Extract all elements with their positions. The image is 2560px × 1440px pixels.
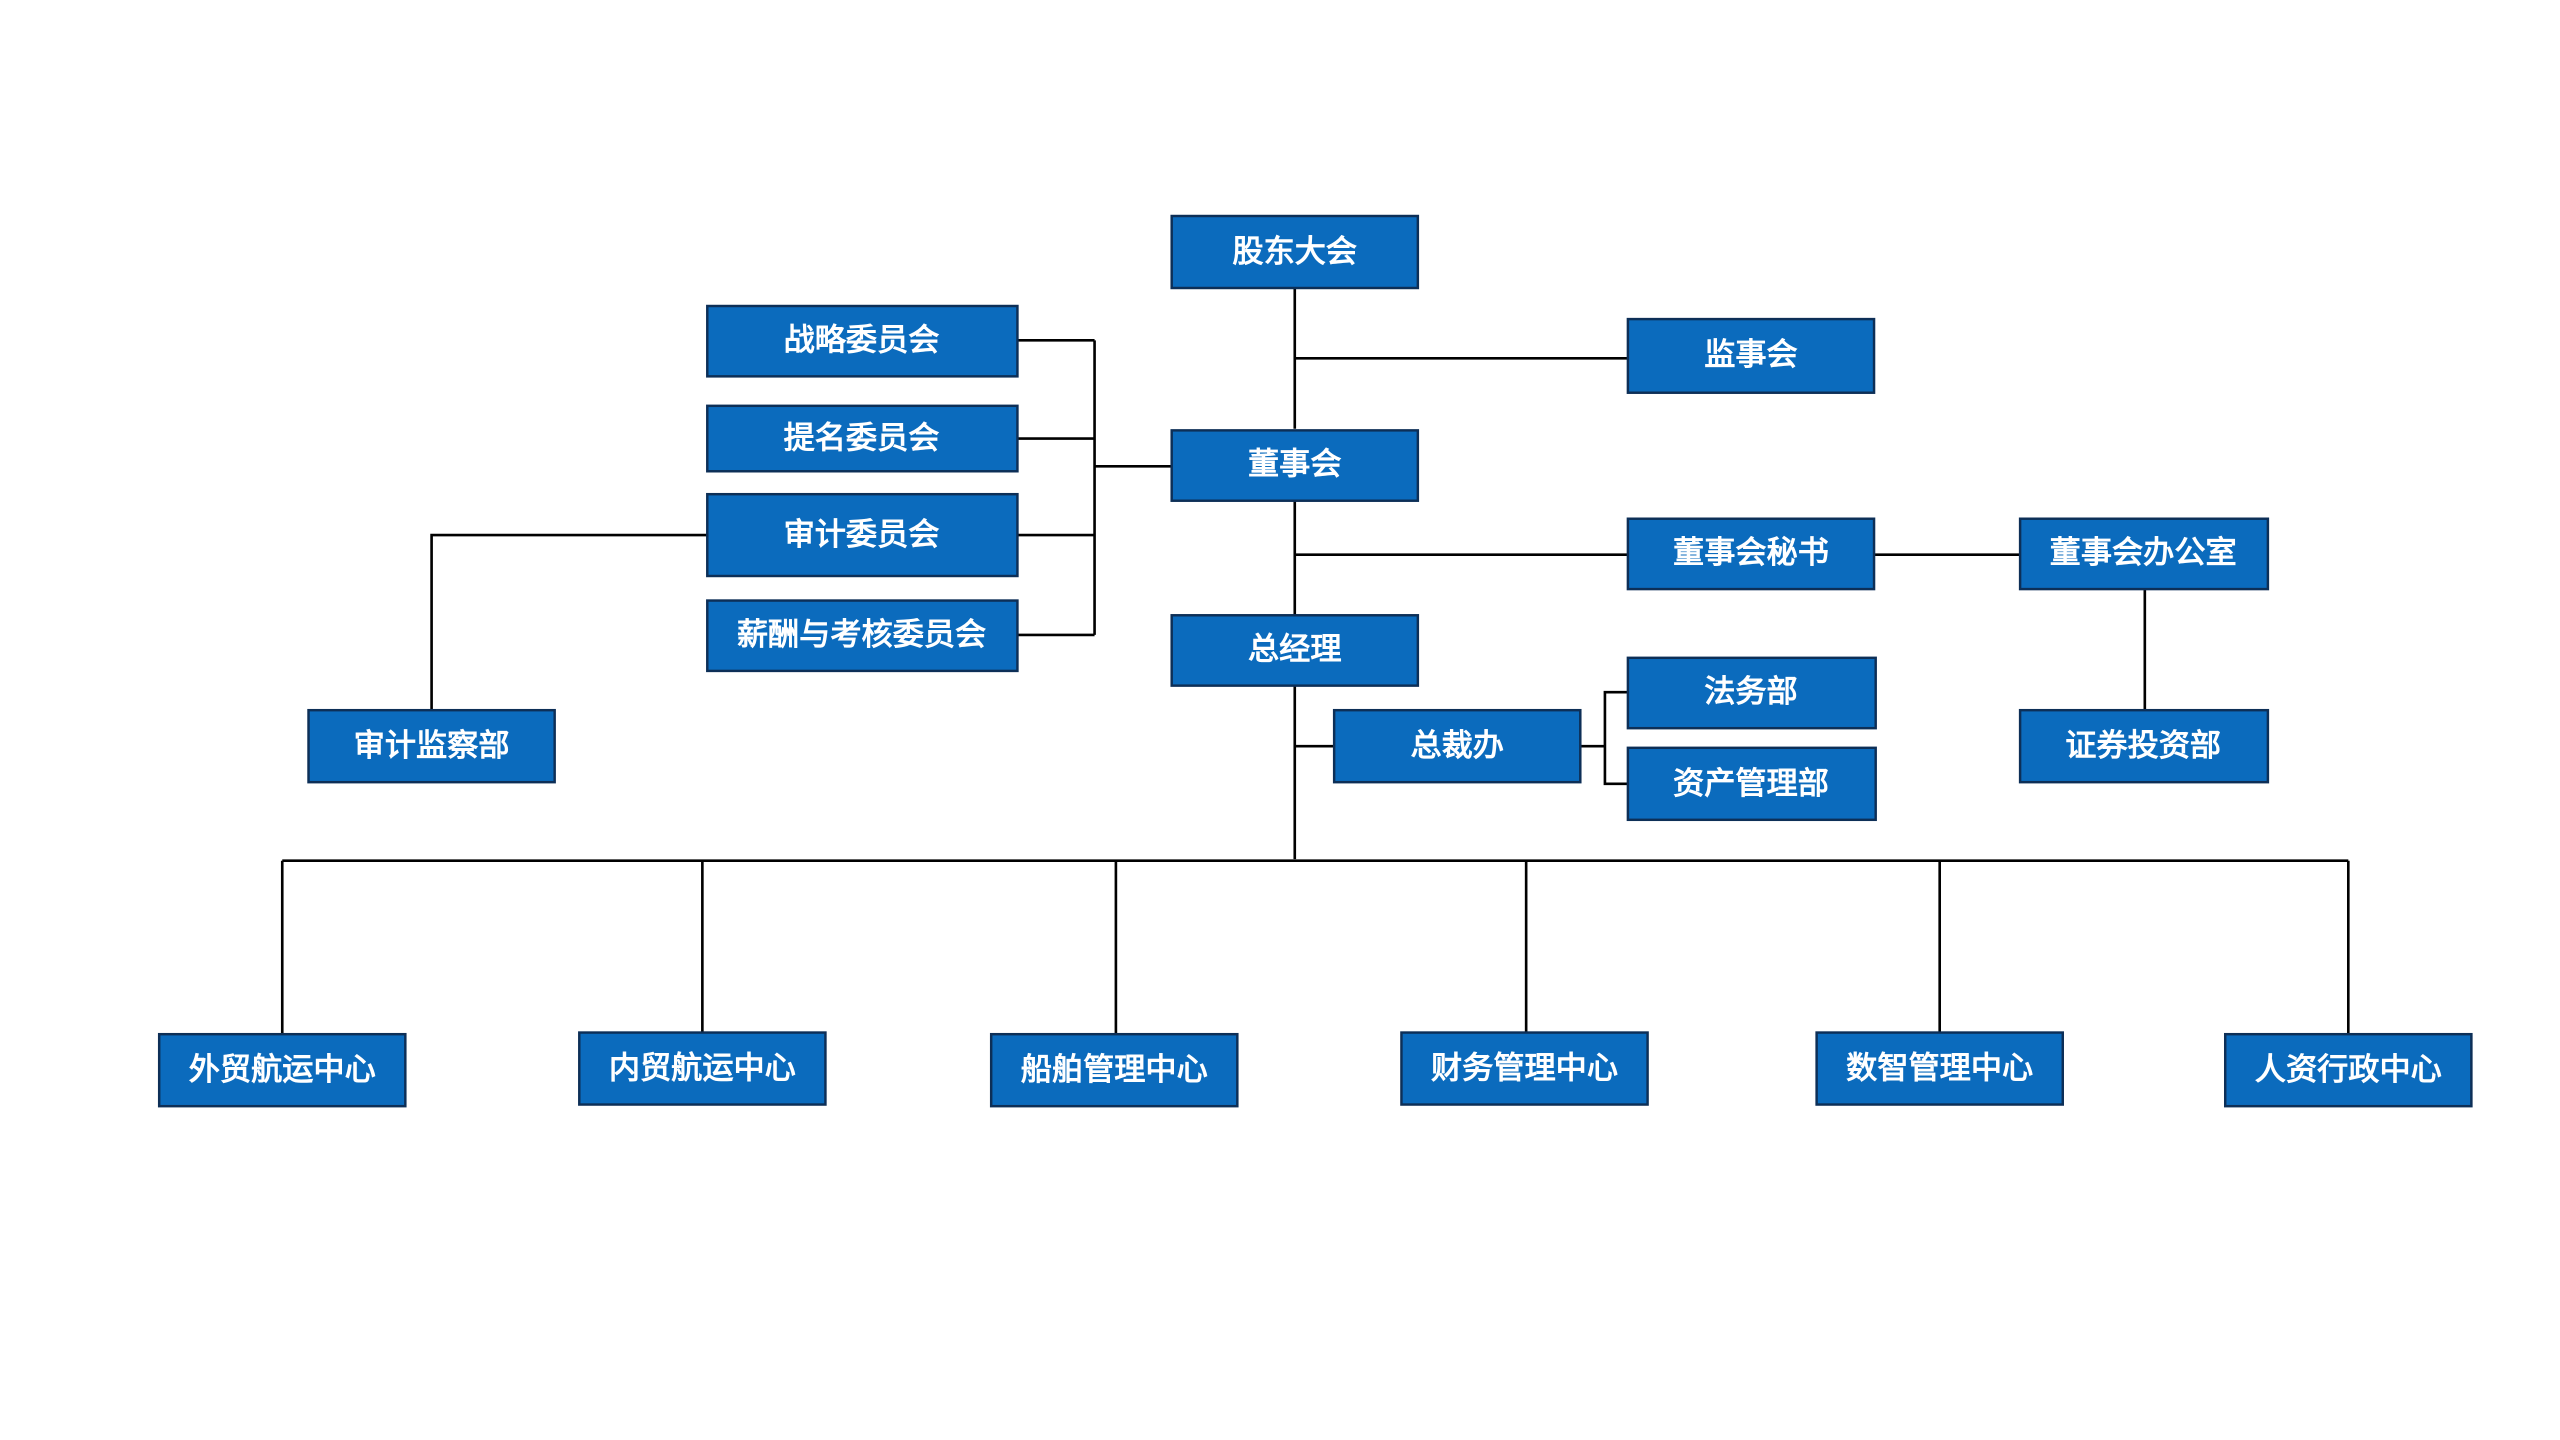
svg-text:总裁办: 总裁办 <box>1410 728 1504 764</box>
svg-text:数智管理中心: 数智管理中心 <box>1846 1051 2033 1087</box>
svg-text:审计委员会: 审计委员会 <box>784 517 940 553</box>
svg-text:董事会: 董事会 <box>1248 447 1342 483</box>
node-domestic-shipping: 内贸航运中心 <box>578 1031 827 1106</box>
svg-text:审计监察部: 审计监察部 <box>354 728 510 764</box>
node-supervisors: 监事会 <box>1626 317 1876 394</box>
node-legal: 法务部 <box>1626 656 1877 730</box>
node-asset-management: 资产管理部 <box>1626 746 1877 822</box>
svg-text:人资行政中心: 人资行政中心 <box>2255 1052 2442 1088</box>
node-hr-admin: 人资行政中心 <box>2224 1032 2473 1108</box>
node-board-secretary: 董事会秘书 <box>1626 517 1876 591</box>
node-remuneration-committee: 薪酬与考核委员会 <box>706 599 1019 673</box>
nodes: 股东大会 监事会 董事会 战略委员会 提名委员会 审计委员会 薪酬与考核委员会 <box>157 214 2473 1108</box>
svg-text:法务部: 法务部 <box>1704 674 1798 710</box>
svg-text:董事会办公室: 董事会办公室 <box>2050 535 2237 571</box>
svg-text:董事会秘书: 董事会秘书 <box>1673 535 1829 571</box>
svg-text:外贸航运中心: 外贸航运中心 <box>189 1052 376 1088</box>
node-digital: 数智管理中心 <box>1815 1031 2064 1106</box>
node-strategy-committee: 战略委员会 <box>706 304 1019 378</box>
svg-text:股东大会: 股东大会 <box>1232 234 1357 270</box>
svg-text:监事会: 监事会 <box>1704 337 1798 373</box>
node-president-office: 总裁办 <box>1332 708 1582 784</box>
svg-text:战略委员会: 战略委员会 <box>784 322 940 358</box>
svg-text:船舶管理中心: 船舶管理中心 <box>1021 1052 1208 1088</box>
node-board: 董事会 <box>1170 429 1420 502</box>
svg-text:薪酬与考核委员会: 薪酬与考核委员会 <box>737 617 986 653</box>
node-finance: 财务管理中心 <box>1400 1031 1649 1106</box>
node-securities: 证券投资部 <box>2018 708 2270 784</box>
svg-text:证券投资部: 证券投资部 <box>2065 728 2221 764</box>
node-shareholders: 股东大会 <box>1170 214 1420 290</box>
svg-text:财务管理中心: 财务管理中心 <box>1431 1051 1618 1087</box>
node-audit-supervision: 审计监察部 <box>307 708 556 784</box>
node-general-manager: 总经理 <box>1170 614 1420 687</box>
node-ship-management: 船舶管理中心 <box>989 1032 1239 1108</box>
svg-text:提名委员会: 提名委员会 <box>784 421 940 457</box>
svg-text:资产管理部: 资产管理部 <box>1673 766 1829 802</box>
node-board-office: 董事会办公室 <box>2018 517 2270 591</box>
connector-legal-asset-bracket <box>1603 690 1628 786</box>
svg-text:总经理: 总经理 <box>1248 632 1342 668</box>
node-audit-committee: 审计委员会 <box>706 492 1019 578</box>
svg-text:内贸航运中心: 内贸航运中心 <box>609 1051 796 1087</box>
node-foreign-shipping: 外贸航运中心 <box>157 1032 407 1108</box>
node-nomination-committee: 提名委员会 <box>706 404 1019 473</box>
connectors <box>280 288 2350 1035</box>
connector-audit-supervision <box>430 533 708 711</box>
